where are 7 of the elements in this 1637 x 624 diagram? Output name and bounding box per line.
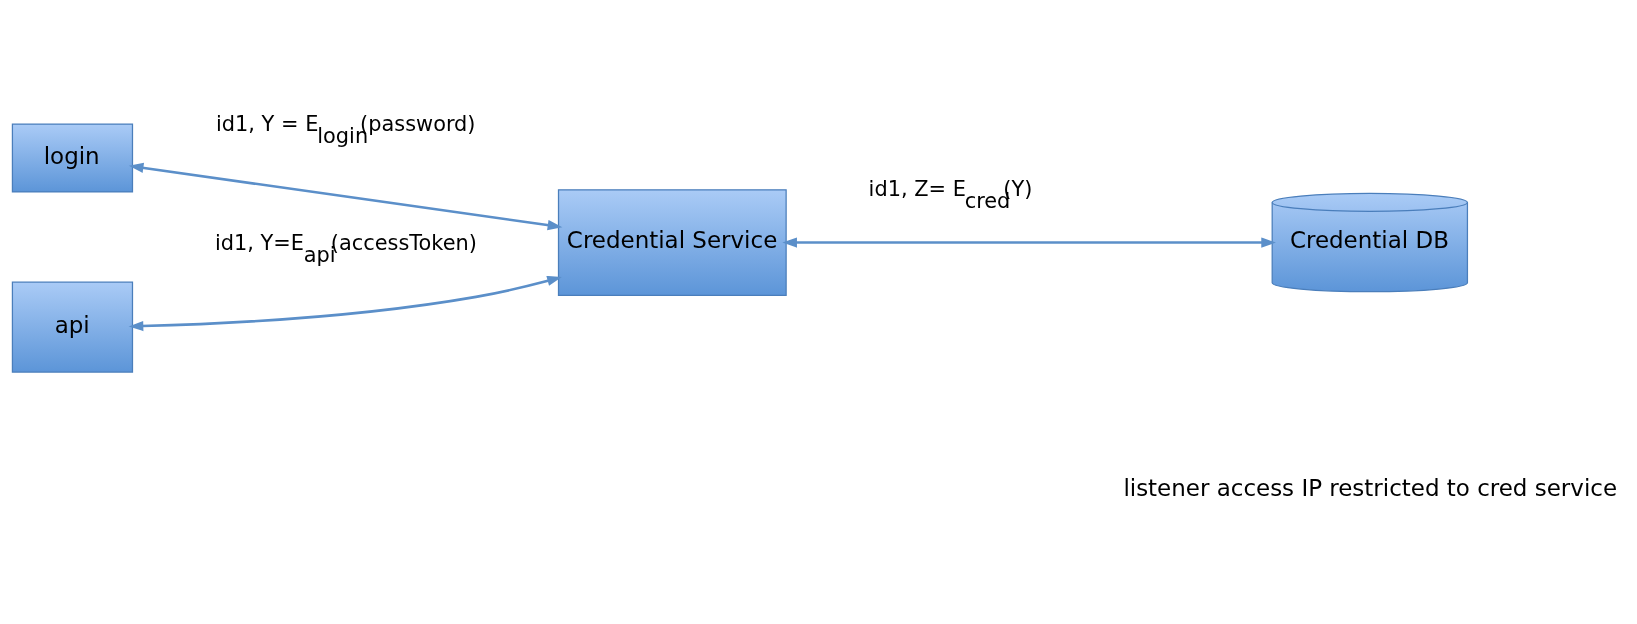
label: listener access IP restricted to cred service [1123,474,1618,501]
arrow [128,162,563,231]
node-box: login [11,123,134,193]
arrow [782,237,1276,248]
node-box: api [11,281,134,373]
arrow [128,275,562,332]
node-box: Credential Service [557,189,787,296]
